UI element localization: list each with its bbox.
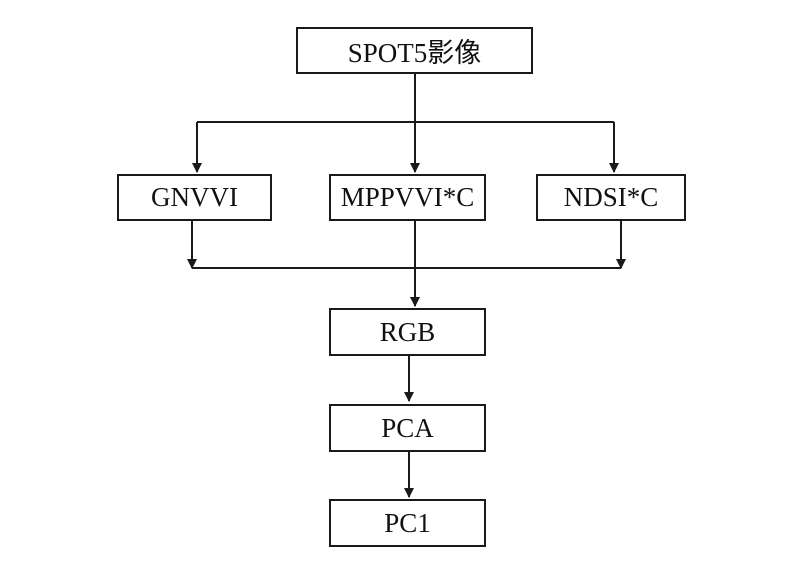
node-gnvvi: GNVVI [117,174,272,221]
node-mppvvi-c: MPPVVI*C [329,174,486,221]
node-rgb: RGB [329,308,486,356]
node-ndsi-c: NDSI*C [536,174,686,221]
node-pca: PCA [329,404,486,452]
node-pc1: PC1 [329,499,486,547]
node-spot5-image: SPOT5影像 [296,27,533,74]
